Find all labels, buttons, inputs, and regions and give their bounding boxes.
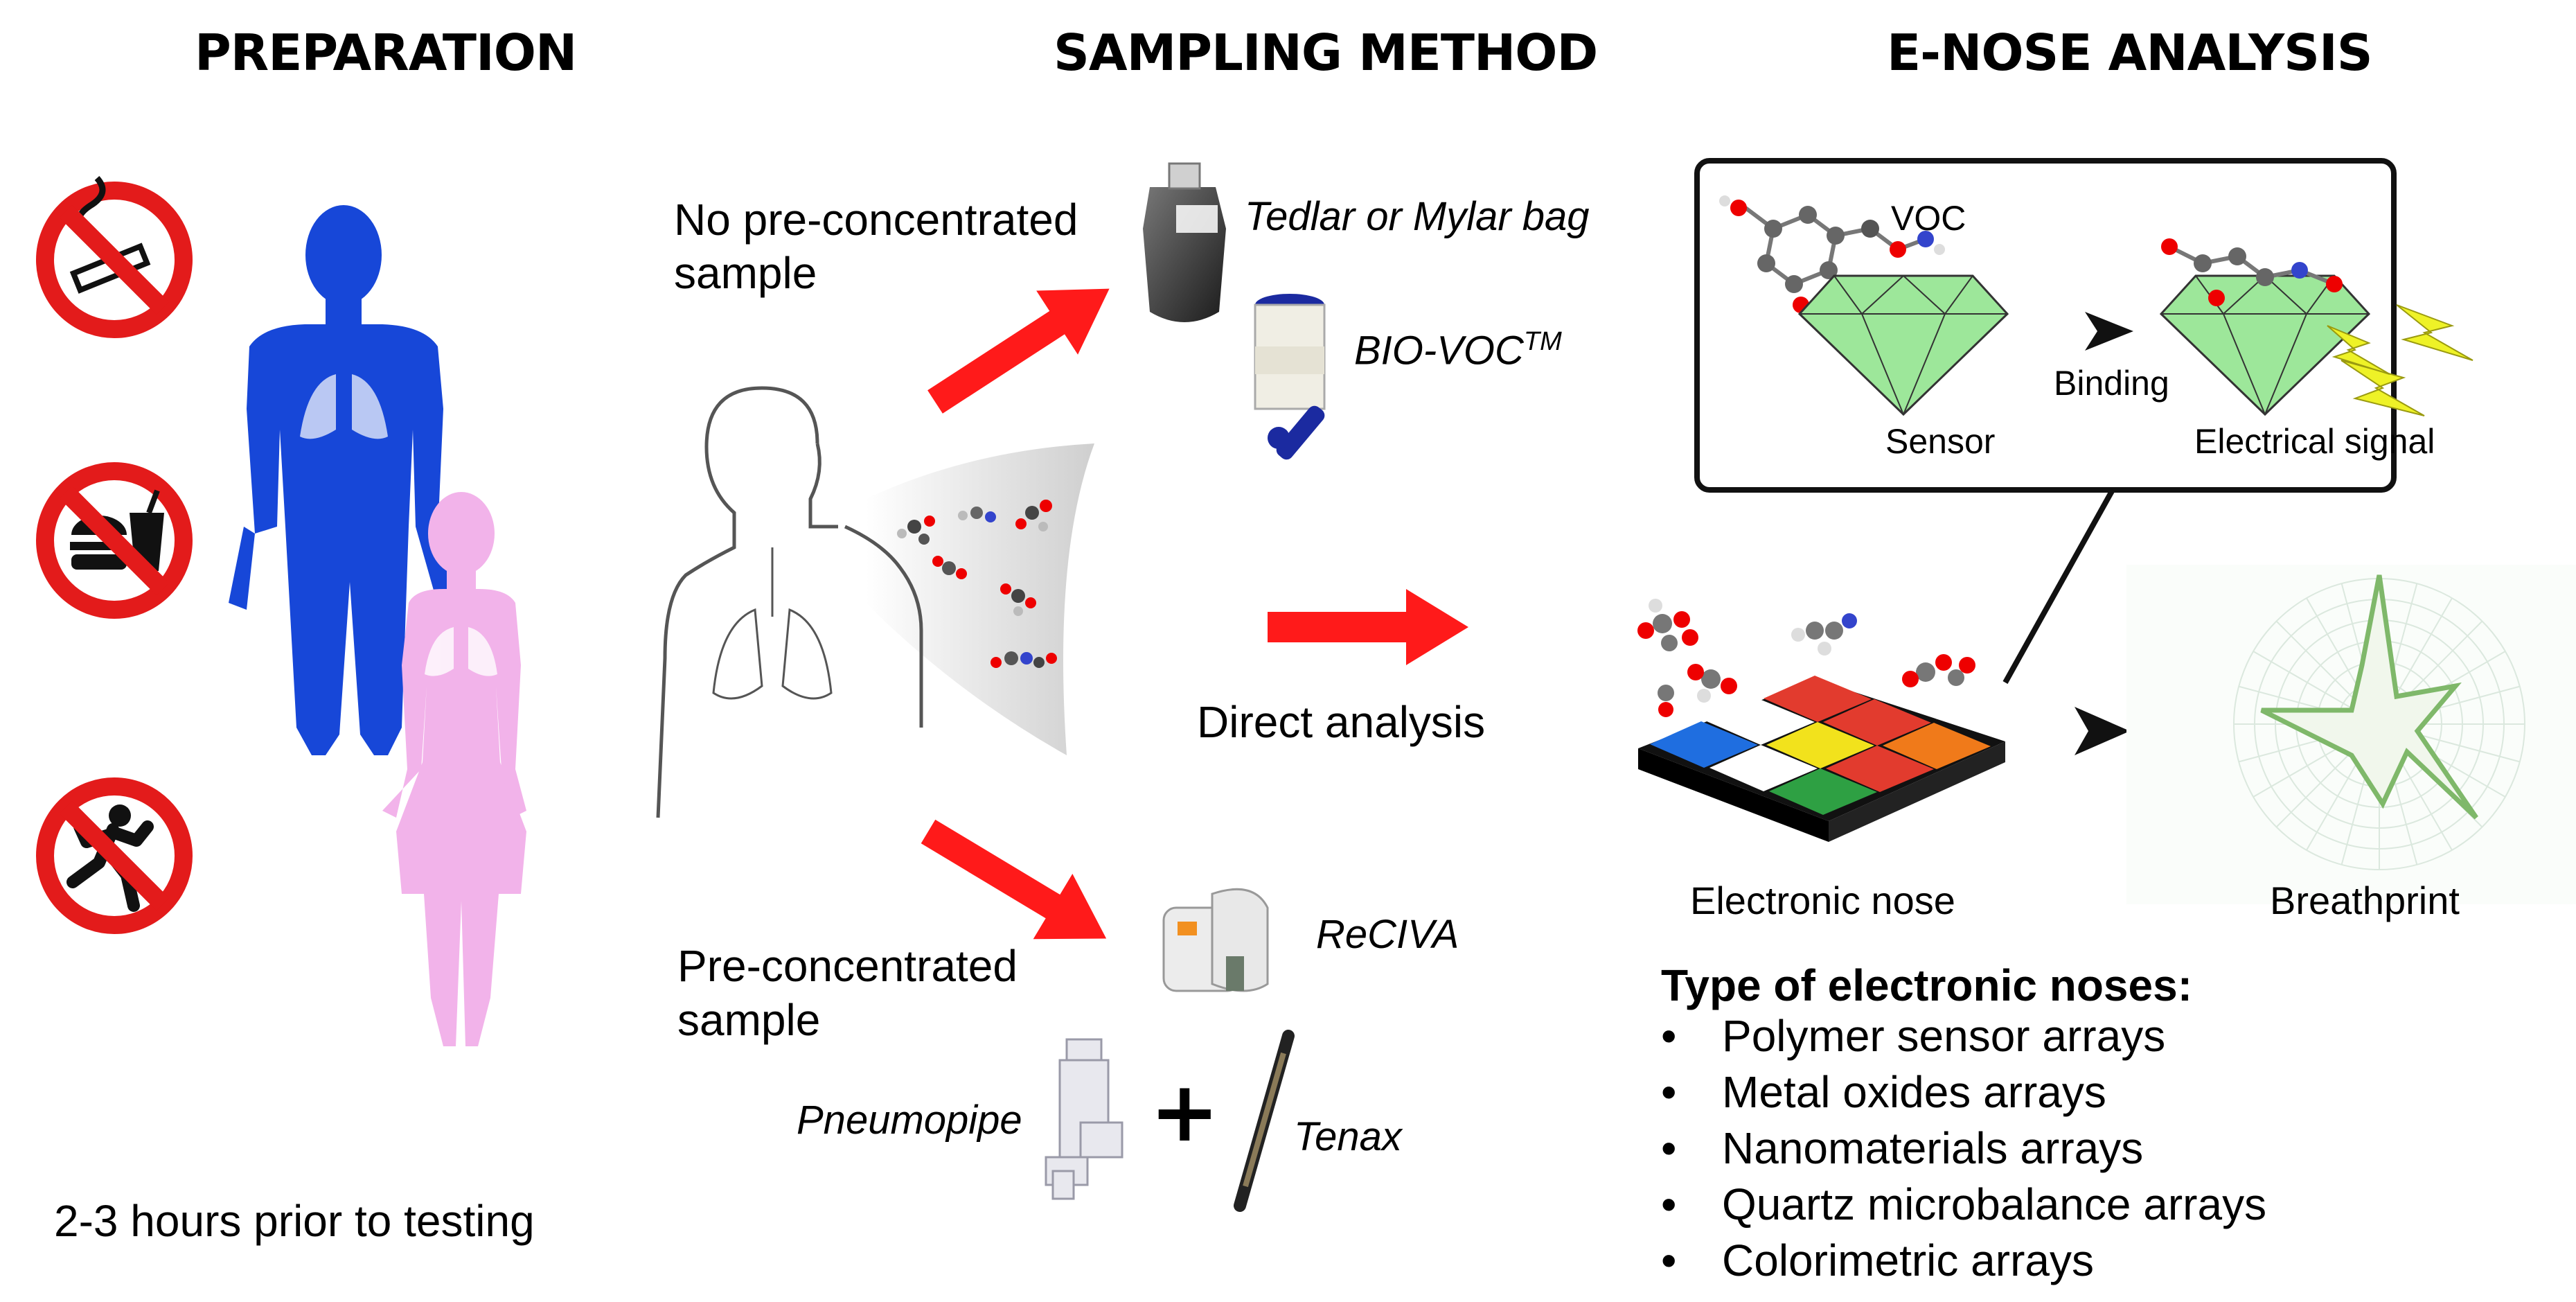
sensor-tile (1709, 745, 1818, 791)
enose-type-item: Polymer sensor arrays (1661, 1008, 2266, 1064)
pneumopipe-device (1045, 1038, 1123, 1200)
voc-molecules-cloud (897, 500, 1057, 668)
enose-type-item: Nanomaterials arrays (1661, 1120, 2266, 1177)
patient-outline-figure (656, 386, 923, 818)
exhaled-breath-cone (866, 443, 1094, 755)
tenax-tube-device (1234, 1030, 1295, 1212)
binding-inset-box (1694, 158, 2397, 493)
enose-type-item: Metal oxides arrays (1661, 1064, 2266, 1120)
enose-type-item: Quartz microbalance arrays (1661, 1177, 2266, 1233)
pneumopipe-label: Pneumopipe (797, 1098, 1022, 1143)
tedlar-bag-label: Tedlar or Mylar bag (1245, 194, 1590, 239)
inset-electrical-signal-label: Electrical signal (2194, 422, 2435, 461)
reciva-label: ReCIVA (1316, 912, 1459, 957)
sensor-tile (1650, 721, 1758, 768)
biovoc-label: BIO-VOCTM (1354, 328, 1562, 371)
voc-molecule (1719, 195, 1945, 313)
female-body-figure (382, 492, 526, 1046)
preparation-timing-label: 2-3 hours prior to testing (54, 1196, 535, 1246)
breathprint-radar-chart (2126, 565, 2576, 904)
no-preconcentrated-label-line1: No pre-concentrated (674, 195, 1078, 245)
sensor-tile (1764, 676, 1872, 722)
preconcentrated-label-line1: Pre-concentrated (677, 941, 1018, 991)
tenax-label: Tenax (1294, 1114, 1402, 1159)
heading-preparation: PREPARATION (195, 24, 577, 82)
no-preconcentrated-label-line2: sample (674, 248, 817, 298)
lightning-bolt-icon (2327, 304, 2473, 416)
binding-arrowhead (2085, 312, 2133, 351)
enose-type-item: Colorimetric arrays (1661, 1233, 2266, 1289)
arrow-to-bag (927, 288, 1110, 414)
biovoc-device (1254, 294, 1326, 460)
enose-types-list: Polymer sensor arrays Metal oxides array… (1661, 1008, 2266, 1289)
no-exercise-icon (36, 777, 193, 934)
arrow-to-preconcentration (921, 819, 1107, 940)
sensor-tile (1769, 768, 1877, 815)
plus-sign: + (1150, 1064, 1220, 1161)
sensor-tile (1883, 723, 1991, 769)
breathprint-label: Breathprint (2270, 879, 2460, 922)
sensor-tile (1707, 698, 1815, 745)
arrow-to-direct-analysis (1268, 589, 1468, 665)
sensor-tile (1823, 699, 1931, 746)
voc-molecules-over-nose (1637, 599, 1975, 717)
biovoc-label-text: BIO-VOC (1354, 328, 1524, 373)
tedlar-bag-device (1143, 162, 1226, 322)
sensor-tile (1826, 746, 1934, 792)
inset-binding-label: Binding (2054, 364, 2169, 403)
biovoc-trademark: TM (1523, 327, 1562, 356)
heading-enose-analysis: E-NOSE ANALYSIS (1887, 24, 2373, 82)
no-smoking-icon (36, 175, 193, 338)
sensor-tile (1766, 722, 1874, 768)
preconcentrated-label-line2: sample (677, 995, 821, 1045)
electronic-nose-label: Electronic nose (1690, 879, 1955, 922)
inset-voc-label: VOC (1891, 199, 1966, 238)
enose-types-title: Type of electronic noses: (1661, 960, 2192, 1010)
direct-analysis-label: Direct analysis (1197, 697, 1486, 747)
inset-sensor-label: Sensor (1885, 422, 1996, 461)
sensor-diamond (1797, 274, 2009, 416)
reciva-device (1162, 888, 1269, 992)
breathprint-polygon (2260, 574, 2478, 820)
heading-sampling-method: SAMPLING METHOD (1054, 24, 1598, 82)
female-lungs (425, 627, 497, 676)
electronic-nose-board (1638, 676, 2005, 842)
bound-voc-molecule (2161, 238, 2343, 306)
inset-connector-line (2002, 489, 2115, 684)
no-eating-drinking-icon (36, 462, 193, 619)
male-lungs (300, 374, 388, 439)
analysis-arrowhead (2075, 707, 2130, 755)
